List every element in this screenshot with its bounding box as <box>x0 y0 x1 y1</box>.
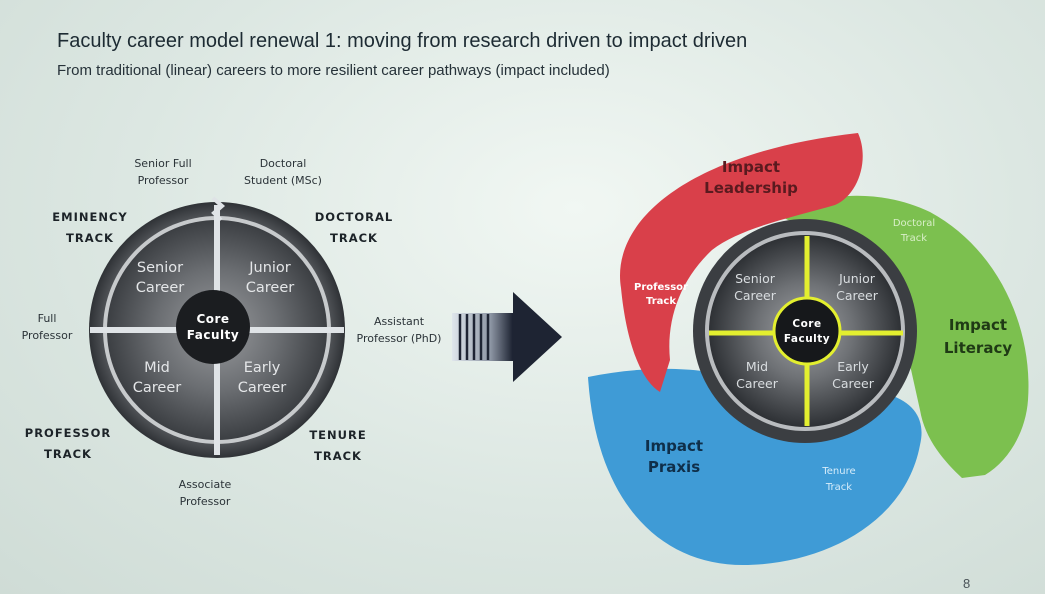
impact-praxis-label-1: Impact <box>645 437 703 455</box>
impact-literacy-label-2: Literacy <box>944 339 1012 357</box>
right-core-label-2: Faculty <box>784 333 830 345</box>
senior-full-professor-2: Professor <box>138 174 189 187</box>
assistant-professor-1: Assistant <box>374 315 425 328</box>
assistant-professor-2: Professor (PhD) <box>357 332 442 345</box>
transition-arrow <box>452 292 562 382</box>
professor-track-1: PROFESSOR <box>25 426 111 440</box>
eminency-track-2: TRACK <box>66 231 114 245</box>
tenure-track-1: TENURE <box>309 428 366 442</box>
slide-title: Faculty career model renewal 1: moving f… <box>57 30 748 52</box>
doctoral-track-label-1: Doctoral <box>893 218 935 229</box>
junior-career-label-1: Junior <box>248 260 291 276</box>
right-core-label-1: Core <box>792 318 821 330</box>
professor-track-label-2: Track <box>646 296 676 307</box>
impact-leadership-label-2: Leadership <box>704 179 798 197</box>
right-junior-label-2: Career <box>836 288 879 303</box>
right-core-circle <box>772 296 842 366</box>
ring-notch <box>211 196 226 222</box>
right-mid-label-1: Mid <box>746 359 768 374</box>
mid-career-label-2: Career <box>133 380 181 396</box>
doctoral-track-label-2: Track <box>900 233 927 244</box>
mid-career-label-1: Mid <box>144 360 170 376</box>
full-professor-1: Full <box>38 312 57 325</box>
impact-career-wheel: Core Faculty Senior Career Junior Career… <box>588 133 1029 565</box>
arrow-shape <box>452 292 562 382</box>
right-early-label-2: Career <box>832 376 875 391</box>
senior-career-label-2: Career <box>136 280 184 296</box>
associate-professor-2: Professor <box>180 495 231 508</box>
core-faculty-circle <box>176 290 250 364</box>
senior-full-professor-1: Senior Full <box>134 157 191 170</box>
right-senior-label-2: Career <box>734 288 777 303</box>
tenure-track-2: TRACK <box>314 449 362 463</box>
doctoral-track-2: TRACK <box>330 231 378 245</box>
eminency-track-1: EMINENCY <box>52 210 127 224</box>
right-early-label-1: Early <box>837 359 869 374</box>
doctoral-student-2: Student (MSc) <box>244 174 322 187</box>
tenure-track-label-1: Tenure <box>821 466 855 477</box>
right-senior-label-1: Senior <box>735 271 776 286</box>
professor-track-label-1: Professor <box>634 282 688 293</box>
doctoral-track-1: DOCTORAL <box>315 210 393 224</box>
page-number: 8 <box>963 576 971 591</box>
core-label-2: Faculty <box>187 328 239 342</box>
senior-career-label-1: Senior <box>137 260 183 276</box>
impact-literacy-label-1: Impact <box>949 316 1007 334</box>
tenure-track-label-2: Track <box>825 482 852 493</box>
impact-leadership-label-1: Impact <box>722 158 780 176</box>
professor-track-2: TRACK <box>44 447 92 461</box>
early-career-label-2: Career <box>238 380 286 396</box>
track-labels: EMINENCY TRACK DOCTORAL TRACK PROFESSOR … <box>25 210 393 463</box>
impact-leadership-arc <box>620 133 863 392</box>
right-junior-label-1: Junior <box>838 271 876 286</box>
core-label-1: Core <box>196 312 229 326</box>
full-professor-2: Professor <box>22 329 73 342</box>
doctoral-student-1: Doctoral <box>260 157 307 170</box>
impact-literacy-arc <box>778 195 1029 479</box>
slide-subtitle: From traditional (linear) careers to mor… <box>57 62 610 79</box>
traditional-career-wheel: Core Faculty Senior Career Junior Career… <box>89 196 345 458</box>
early-career-label-1: Early <box>244 360 281 376</box>
associate-professor-1: Associate <box>179 478 232 491</box>
right-mid-label-2: Career <box>736 376 779 391</box>
impact-praxis-label-2: Praxis <box>648 458 700 476</box>
position-labels: Senior Full Professor Doctoral Student (… <box>22 157 442 508</box>
junior-career-label-2: Career <box>246 280 294 296</box>
